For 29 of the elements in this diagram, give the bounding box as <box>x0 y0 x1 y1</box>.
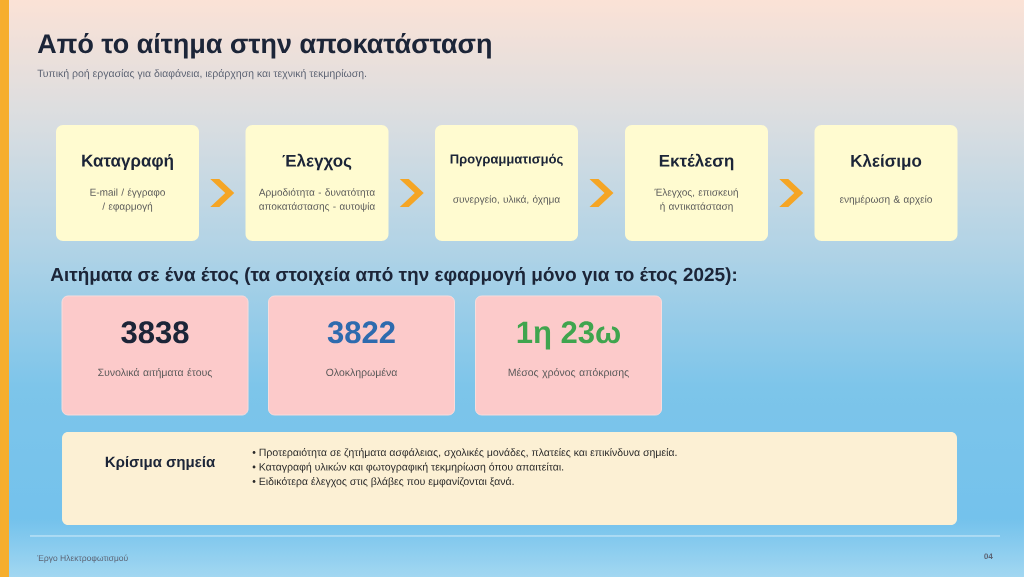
chevron-arrow <box>779 179 804 207</box>
stat-value: 3838 <box>121 321 189 344</box>
chevron-arrow <box>210 179 235 207</box>
step-title: Εκτέλεση <box>659 153 734 171</box>
step-description: Αρμοδιότητα - δυνατότητα αποκατάστασης - αυτοψία <box>258 188 375 212</box>
panel-heading: Κρίσιμα σημεία <box>105 455 216 471</box>
subtitle: Τυπική ροή εργασίας για διαφάνεια, ιεράρχηση και τεχνική τεκμηρίωση. <box>37 69 367 80</box>
step-title: Έλεγχος <box>282 153 352 171</box>
stat-label: Μέσος χρόνος απόκρισης <box>508 368 629 379</box>
step-description: ενημέρωση & αρχείο <box>839 195 932 205</box>
bullet-item: • Ειδικότερα έλεγχος στις βλάβες που εμφανίζονται ξανά. <box>252 477 514 488</box>
step-description: Έλεγχος, επισκευή ή αντικατάσταση <box>654 188 738 212</box>
stat-label: Συνολικά αιτήματα έτους <box>98 368 213 379</box>
stat-value: 3822 <box>327 321 395 344</box>
section-heading: Αιτήματα σε ένα έτος (τα στοιχεία από την εφαρμογή μόνο για το έτος 2025): <box>50 267 736 285</box>
step-description: συνεργείο, υλικά, όχημα <box>453 195 560 205</box>
chevron-arrow <box>399 179 424 207</box>
bullet-item: • Καταγραφή υλικών και φωτογραφική τεκμηρίωση όπου απαιτείται. <box>252 462 564 473</box>
chevron-arrow <box>589 179 614 207</box>
step-description: E-mail / έγγραφο / εφαρμογή <box>90 188 165 212</box>
step-title: Προγραμματισμός <box>450 153 563 167</box>
stat-value: 1η 23ω <box>517 321 620 350</box>
stat-label: Ολοκληρωμένα <box>326 368 398 379</box>
step-title: Κλείσιμο <box>851 153 922 171</box>
slide-title: Από το αίτημα στην αποκατάσταση <box>37 33 491 59</box>
footer-text: Έργο Ηλεκτροφωτισμού <box>37 554 128 563</box>
bullet-item: • Προτεραιότητα σε ζητήματα ασφάλειας, σχολικές μονάδες, πλατείες και επικίνδυνα σημεία. <box>252 448 677 459</box>
page-number: 04 <box>984 553 993 560</box>
step-title: Καταγραφή <box>82 153 173 170</box>
